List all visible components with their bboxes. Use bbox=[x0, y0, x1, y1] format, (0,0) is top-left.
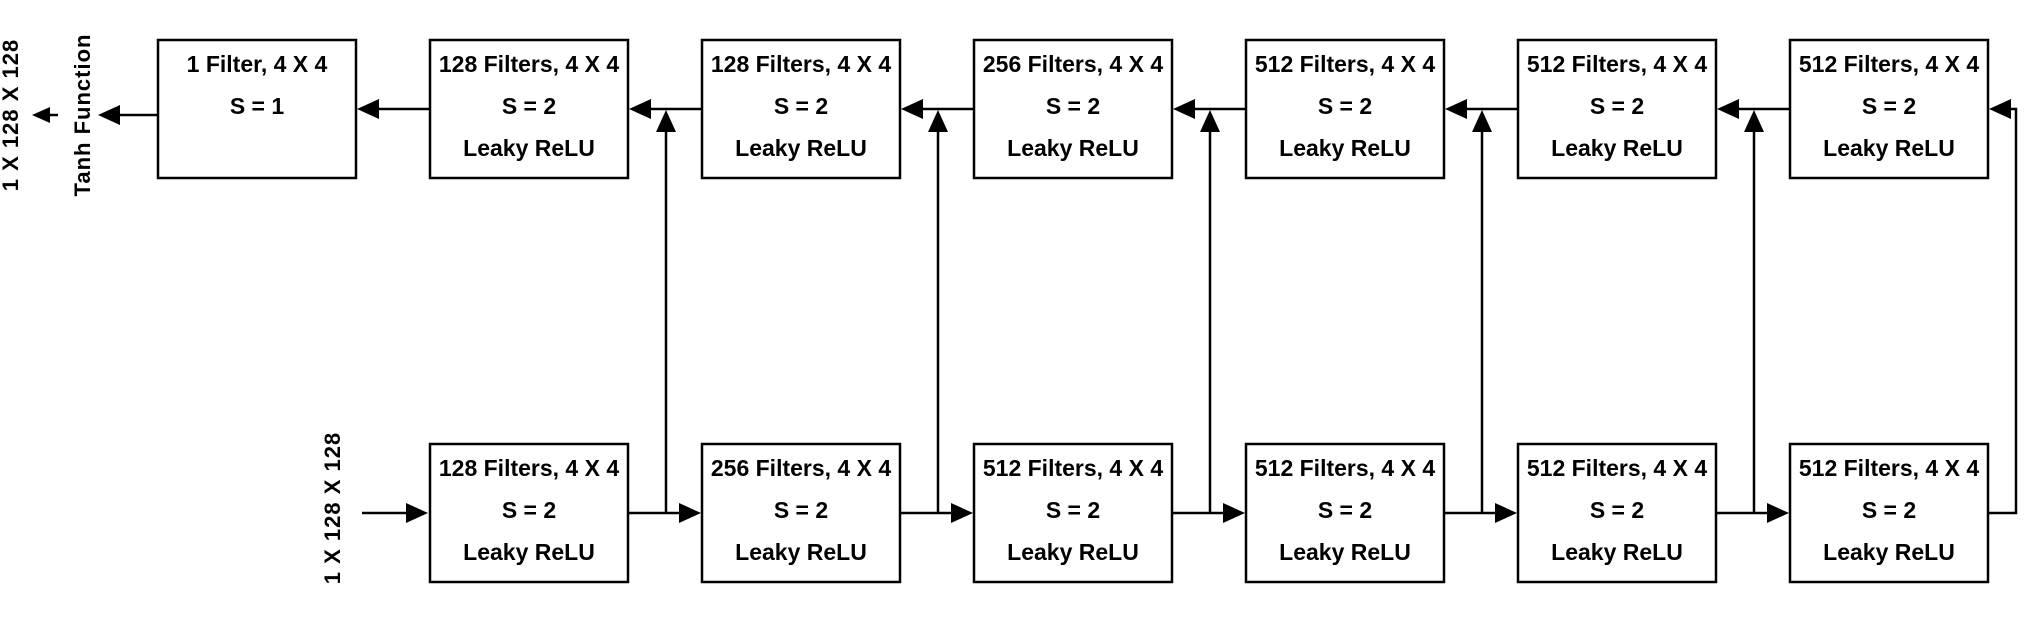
encoder-block-6-filters: 512 Filters, 4 X 4 bbox=[1799, 455, 1979, 481]
encoder-arrow-2-3 bbox=[900, 503, 973, 523]
encoder-block-6-stride: S = 2 bbox=[1862, 497, 1916, 523]
decoder-block-output: 1 Filter, 4 X 4 S = 1 bbox=[156, 38, 358, 180]
decoder-arrow-5-4 bbox=[1445, 99, 1518, 119]
skip-connection-2 bbox=[928, 110, 948, 513]
encoder-block-2-filters: 256 Filters, 4 X 4 bbox=[711, 455, 891, 481]
decoder-block-1-stride: S = 2 bbox=[502, 93, 556, 119]
decoder-block-5-filters: 512 Filters, 4 X 4 bbox=[1527, 51, 1707, 77]
encoder-block-3-filters: 512 Filters, 4 X 4 bbox=[983, 455, 1163, 481]
decoder-block-2: 128 Filters, 4 X 4 S = 2 Leaky ReLU bbox=[700, 38, 902, 180]
decoder-block-3-stride: S = 2 bbox=[1046, 93, 1100, 119]
encoder-block-3-activation: Leaky ReLU bbox=[1007, 539, 1139, 565]
encoder-block-2-activation: Leaky ReLU bbox=[735, 539, 867, 565]
encoder-block-1-filters: 128 Filters, 4 X 4 bbox=[439, 455, 619, 481]
encoder-arrow-1-2 bbox=[628, 503, 701, 523]
encoder-block-4-stride: S = 2 bbox=[1318, 497, 1372, 523]
decoder-block-6-activation: Leaky ReLU bbox=[1823, 135, 1955, 161]
decoder-block-6-stride: S = 2 bbox=[1862, 93, 1916, 119]
encoder-block-5-activation: Leaky ReLU bbox=[1551, 539, 1683, 565]
encoder-block-5-filters: 512 Filters, 4 X 4 bbox=[1527, 455, 1707, 481]
decoder-block-4-filters: 512 Filters, 4 X 4 bbox=[1255, 51, 1435, 77]
decoder-block-6: 512 Filters, 4 X 4 S = 2 Leaky ReLU bbox=[1788, 38, 1990, 180]
decoder-block-4-stride: S = 2 bbox=[1318, 93, 1372, 119]
encoder-block-2-stride: S = 2 bbox=[774, 497, 828, 523]
decoder-block-1-activation: Leaky ReLU bbox=[463, 135, 595, 161]
encoder-block-3-stride: S = 2 bbox=[1046, 497, 1100, 523]
decoder-block-2-stride: S = 2 bbox=[774, 93, 828, 119]
decoder-block-5: 512 Filters, 4 X 4 S = 2 Leaky ReLU bbox=[1516, 38, 1718, 180]
decoder-arrow-1-output bbox=[357, 99, 430, 119]
encoder-arrow-4-5 bbox=[1444, 503, 1517, 523]
final-output-arrow bbox=[32, 107, 58, 123]
decoder-arrow-6-5 bbox=[1717, 99, 1790, 119]
output-shape-label: 1 X 128 X 128 bbox=[0, 39, 23, 191]
skip-connection-1 bbox=[656, 110, 676, 513]
decoder-block-1-filters: 128 Filters, 4 X 4 bbox=[439, 51, 619, 77]
skip-connection-3 bbox=[1200, 110, 1220, 513]
encoder-block-1-activation: Leaky ReLU bbox=[463, 539, 595, 565]
skip-connection-4 bbox=[1472, 110, 1492, 513]
skip-connection-5 bbox=[1744, 110, 1764, 513]
encoder-block-4-activation: Leaky ReLU bbox=[1279, 539, 1411, 565]
decoder-block-2-activation: Leaky ReLU bbox=[735, 135, 867, 161]
decoder-block-3: 256 Filters, 4 X 4 S = 2 Leaky ReLU bbox=[972, 38, 1174, 180]
encoder-block-2: 256 Filters, 4 X 4 S = 2 Leaky ReLU bbox=[700, 442, 902, 584]
decoder-block-3-filters: 256 Filters, 4 X 4 bbox=[983, 51, 1163, 77]
encoder-arrow-5-6 bbox=[1716, 503, 1789, 523]
decoder-block-4-activation: Leaky ReLU bbox=[1279, 135, 1411, 161]
encoder-block-5-stride: S = 2 bbox=[1590, 497, 1644, 523]
decoder-block-3-activation: Leaky ReLU bbox=[1007, 135, 1139, 161]
encoder-block-6-activation: Leaky ReLU bbox=[1823, 539, 1955, 565]
encoder-block-3: 512 Filters, 4 X 4 S = 2 Leaky ReLU bbox=[972, 442, 1174, 584]
encoder-block-4-filters: 512 Filters, 4 X 4 bbox=[1255, 455, 1435, 481]
decoder-block-5-activation: Leaky ReLU bbox=[1551, 135, 1683, 161]
decoder-block-6-filters: 512 Filters, 4 X 4 bbox=[1799, 51, 1979, 77]
decoder-block-output-stride: S = 1 bbox=[230, 93, 285, 119]
input-shape-label: 1 X 128 X 128 bbox=[320, 432, 345, 584]
encoder-block-6: 512 Filters, 4 X 4 S = 2 Leaky ReLU bbox=[1788, 442, 1990, 584]
decoder-block-4: 512 Filters, 4 X 4 S = 2 Leaky ReLU bbox=[1244, 38, 1446, 180]
decoder-block-2-filters: 128 Filters, 4 X 4 bbox=[711, 51, 891, 77]
decoder-arrow-4-3 bbox=[1173, 99, 1246, 119]
encoder-block-4: 512 Filters, 4 X 4 S = 2 Leaky ReLU bbox=[1244, 442, 1446, 584]
encoder-arrow-3-4 bbox=[1172, 503, 1245, 523]
decoder-arrow-3-2 bbox=[901, 99, 974, 119]
encoder-block-5: 512 Filters, 4 X 4 S = 2 Leaky ReLU bbox=[1516, 442, 1718, 584]
encoder-input-arrow bbox=[362, 503, 428, 523]
tanh-activation-label: Tanh Function bbox=[70, 34, 95, 197]
decoder-arrow-2-1 bbox=[629, 99, 702, 119]
output-arrow bbox=[98, 105, 158, 125]
decoder-block-output-filters: 1 Filter, 4 X 4 bbox=[187, 51, 328, 77]
encoder-block-1: 128 Filters, 4 X 4 S = 2 Leaky ReLU bbox=[428, 442, 630, 584]
decoder-block-5-stride: S = 2 bbox=[1590, 93, 1644, 119]
decoder-block-1: 128 Filters, 4 X 4 S = 2 Leaky ReLU bbox=[428, 38, 630, 180]
encoder-block-1-stride: S = 2 bbox=[502, 497, 556, 523]
bottleneck-connection bbox=[1988, 99, 2018, 515]
